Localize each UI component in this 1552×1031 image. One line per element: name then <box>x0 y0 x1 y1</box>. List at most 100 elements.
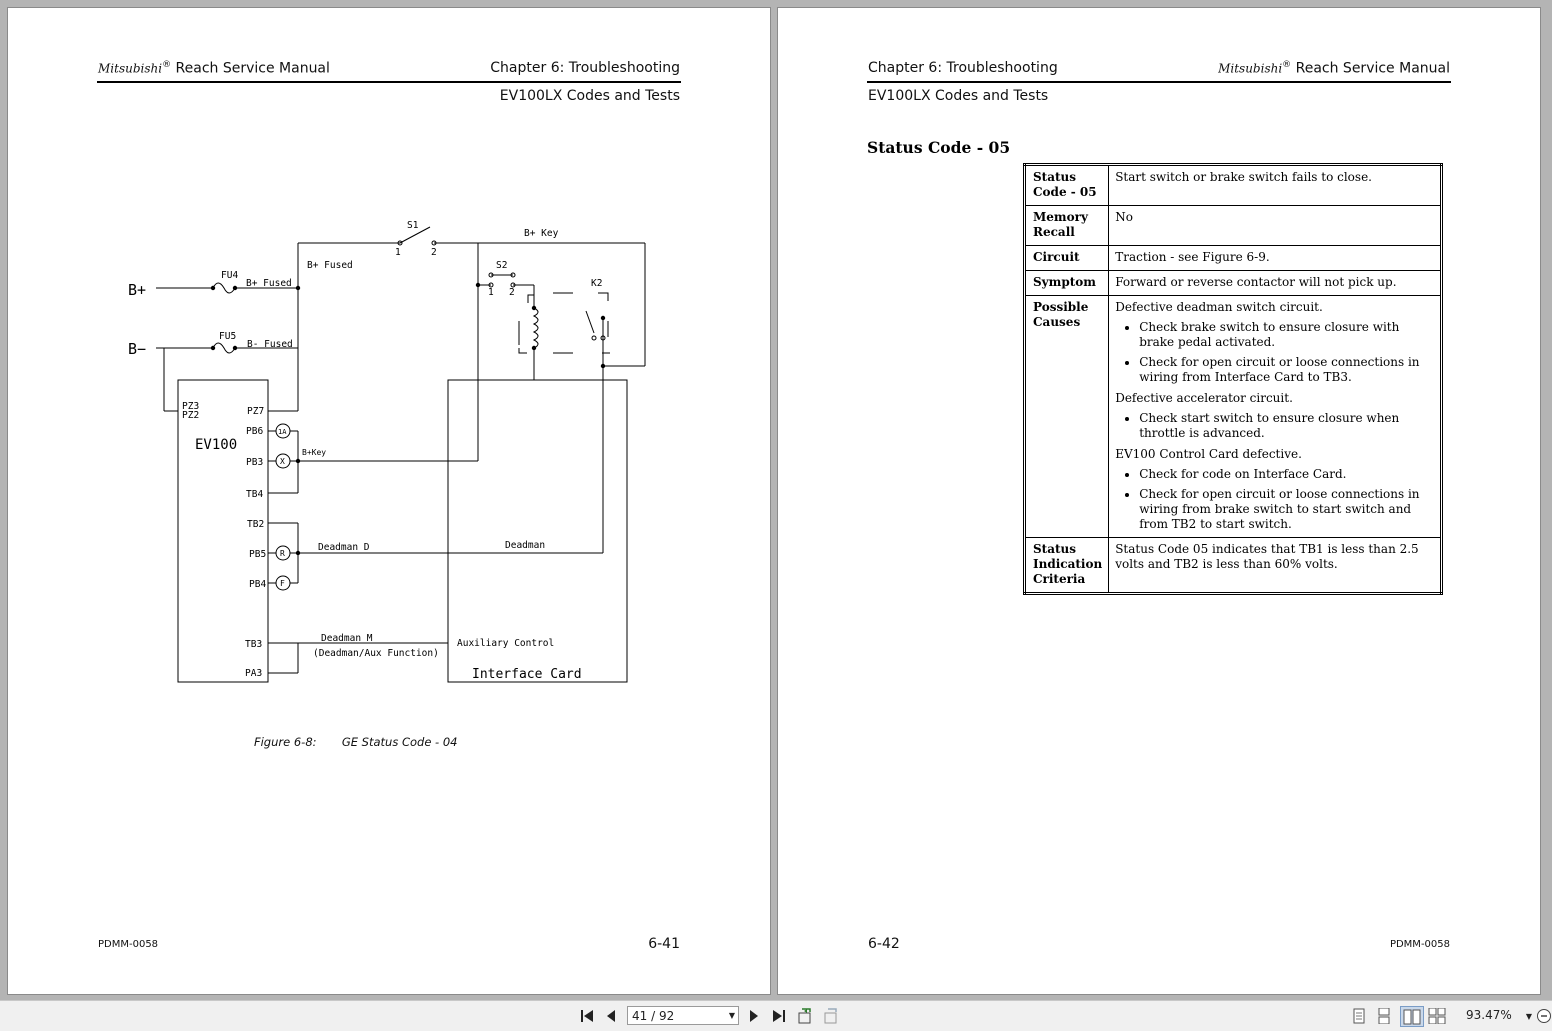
label-ev100: EV100 <box>195 437 237 453</box>
footer-page-number: 6-42 <box>868 936 900 952</box>
label-tb3: TB3 <box>245 639 262 650</box>
label-pb3: PB3 <box>246 457 263 468</box>
continuous-facing-icon[interactable] <box>1428 1007 1446 1025</box>
label-tb4: TB4 <box>246 489 263 500</box>
label-coil-1a: 1A <box>278 428 287 436</box>
next-page-icon[interactable] <box>746 1007 762 1025</box>
left-page: Mitsubishi® Reach Service Manual Chapter… <box>8 8 770 994</box>
right-page: Chapter 6: Troubleshooting Mitsubishi® R… <box>778 8 1540 994</box>
label-pa3: PA3 <box>245 668 262 679</box>
footer-doc-code: PDMM-0058 <box>98 939 159 950</box>
row-label: Memory Recall <box>1023 205 1110 246</box>
header-manual: Reach Service Manual <box>171 60 330 77</box>
wiring-diagram: B+ B− FU4 FU5 B+ Fused B- Fused B+ Fused… <box>128 220 646 683</box>
row-label: Possible Causes <box>1023 295 1110 538</box>
list-item: Check for open circuit or loose connecti… <box>1139 487 1434 532</box>
go-back-icon[interactable] <box>796 1007 814 1025</box>
header-reg: ® <box>162 60 172 70</box>
row-label: Symptom <box>1023 270 1110 296</box>
table-row: Possible Causes Defective deadman switch… <box>1023 295 1442 538</box>
status-code-table: Status Code - 05 Start switch or brake s… <box>1023 163 1443 595</box>
label-b-fused-top: B+ Fused <box>307 260 353 271</box>
zoom-out-icon[interactable] <box>1536 1007 1552 1025</box>
table-row: Status Code - 05 Start switch or brake s… <box>1023 164 1442 206</box>
row-value: Start switch or brake switch fails to cl… <box>1108 164 1442 206</box>
header-manual: Reach Service Manual <box>1291 60 1450 77</box>
list-item: Check for open circuit or loose connecti… <box>1139 355 1434 385</box>
last-page-icon[interactable] <box>770 1007 788 1025</box>
label-b-minus-fused: B- Fused <box>247 339 293 350</box>
continuous-icon[interactable] <box>1376 1007 1392 1025</box>
go-forward-icon[interactable] <box>822 1007 840 1025</box>
facing-icon[interactable] <box>1400 1006 1424 1027</box>
page-number-field[interactable]: 41 / 92 ▼ <box>627 1006 739 1025</box>
label-pz7: PZ7 <box>247 406 264 417</box>
cause-list: Check for code on Interface Card. Check … <box>1115 467 1434 532</box>
list-item: Check for code on Interface Card. <box>1139 467 1434 482</box>
zoom-level[interactable]: 93.47% <box>1466 1008 1512 1022</box>
header-rule <box>97 81 681 83</box>
table-row: Memory Recall No <box>1023 205 1442 246</box>
label-interface-card: Interface Card <box>472 667 582 682</box>
label-b-key: B+ Key <box>524 228 559 239</box>
label-s2-2: 2 <box>509 287 515 298</box>
table-row: Status Indication Criteria Status Code 0… <box>1023 537 1442 594</box>
cause-heading: EV100 Control Card defective. <box>1115 447 1302 461</box>
label-k2: K2 <box>591 278 602 289</box>
header-subtitle: EV100LX Codes and Tests <box>868 88 1049 104</box>
table-row: Circuit Traction - see Figure 6-9. <box>1023 245 1442 271</box>
header-manual-title: Mitsubishi® Reach Service Manual <box>1218 60 1450 77</box>
header-reg: ® <box>1282 60 1292 70</box>
label-s1-2: 2 <box>431 247 437 258</box>
viewer-toolbar: 41 / 92 ▼ 93.47% ▼ <box>0 1000 1552 1031</box>
label-deadman: Deadman <box>505 540 545 551</box>
label-aux-control: Auxiliary Control <box>457 638 554 649</box>
first-page-icon[interactable] <box>578 1007 596 1025</box>
label-pz2: PZ2 <box>182 410 199 421</box>
label-pb6: PB6 <box>246 426 263 437</box>
label-bkey-small: B+Key <box>302 448 326 457</box>
row-value: Defective deadman switch circuit. Check … <box>1108 295 1442 538</box>
zoom-menu-icon[interactable]: ▼ <box>1525 1011 1533 1021</box>
label-fu4: FU4 <box>221 270 238 281</box>
section-title: Status Code - 05 <box>867 138 1011 157</box>
footer-doc-code: PDMM-0058 <box>1389 939 1450 950</box>
row-value: Forward or reverse contactor will not pi… <box>1108 270 1442 296</box>
header-rule <box>867 81 1451 83</box>
prev-page-icon[interactable] <box>603 1007 619 1025</box>
cause-heading: Defective deadman switch circuit. <box>1115 300 1323 314</box>
label-deadman-m: Deadman M <box>321 633 373 644</box>
label-pb4: PB4 <box>249 579 266 590</box>
label-s2-1: 1 <box>488 287 494 298</box>
list-item: Check start switch to ensure closure whe… <box>1139 411 1434 441</box>
cause-list: Check brake switch to ensure closure wit… <box>1115 320 1434 385</box>
header-brand: Mitsubishi <box>98 61 163 76</box>
label-tb2: TB2 <box>247 519 264 530</box>
page-indicator: 41 / 92 <box>632 1008 675 1023</box>
row-label: Status Code - 05 <box>1023 164 1110 206</box>
row-value: Status Code 05 indicates that TB1 is les… <box>1108 537 1442 594</box>
header-brand: Mitsubishi <box>1218 61 1283 76</box>
row-label: Status Indication Criteria <box>1023 537 1110 594</box>
header-manual-title: Mitsubishi® Reach Service Manual <box>98 60 330 77</box>
row-value: Traction - see Figure 6-9. <box>1108 245 1442 271</box>
chevron-down-icon[interactable]: ▼ <box>728 1011 735 1020</box>
row-label: Circuit <box>1023 245 1110 271</box>
label-s2: S2 <box>496 260 507 271</box>
figure-caption: Figure 6-8: GE Status Code - 04 <box>254 735 458 749</box>
figure-title: GE Status Code - 04 <box>341 735 458 749</box>
label-b-plus: B+ <box>128 281 146 299</box>
label-s1: S1 <box>407 220 419 231</box>
table-row: Symptom Forward or reverse contactor wil… <box>1023 270 1442 296</box>
list-item: Check brake switch to ensure closure wit… <box>1139 320 1434 350</box>
label-b-plus-fused: B+ Fused <box>246 278 292 289</box>
label-pz3: PZ3 <box>182 401 199 412</box>
label-b-minus: B− <box>128 340 146 358</box>
label-coil-r: R <box>280 549 285 558</box>
label-deadman-aux: (Deadman/Aux Function) <box>313 648 439 659</box>
label-fu5: FU5 <box>219 331 236 342</box>
single-page-icon[interactable] <box>1352 1007 1366 1025</box>
header-chapter: Chapter 6: Troubleshooting <box>868 60 1058 76</box>
row-value: No <box>1108 205 1442 246</box>
footer-page-number: 6-41 <box>648 936 680 952</box>
